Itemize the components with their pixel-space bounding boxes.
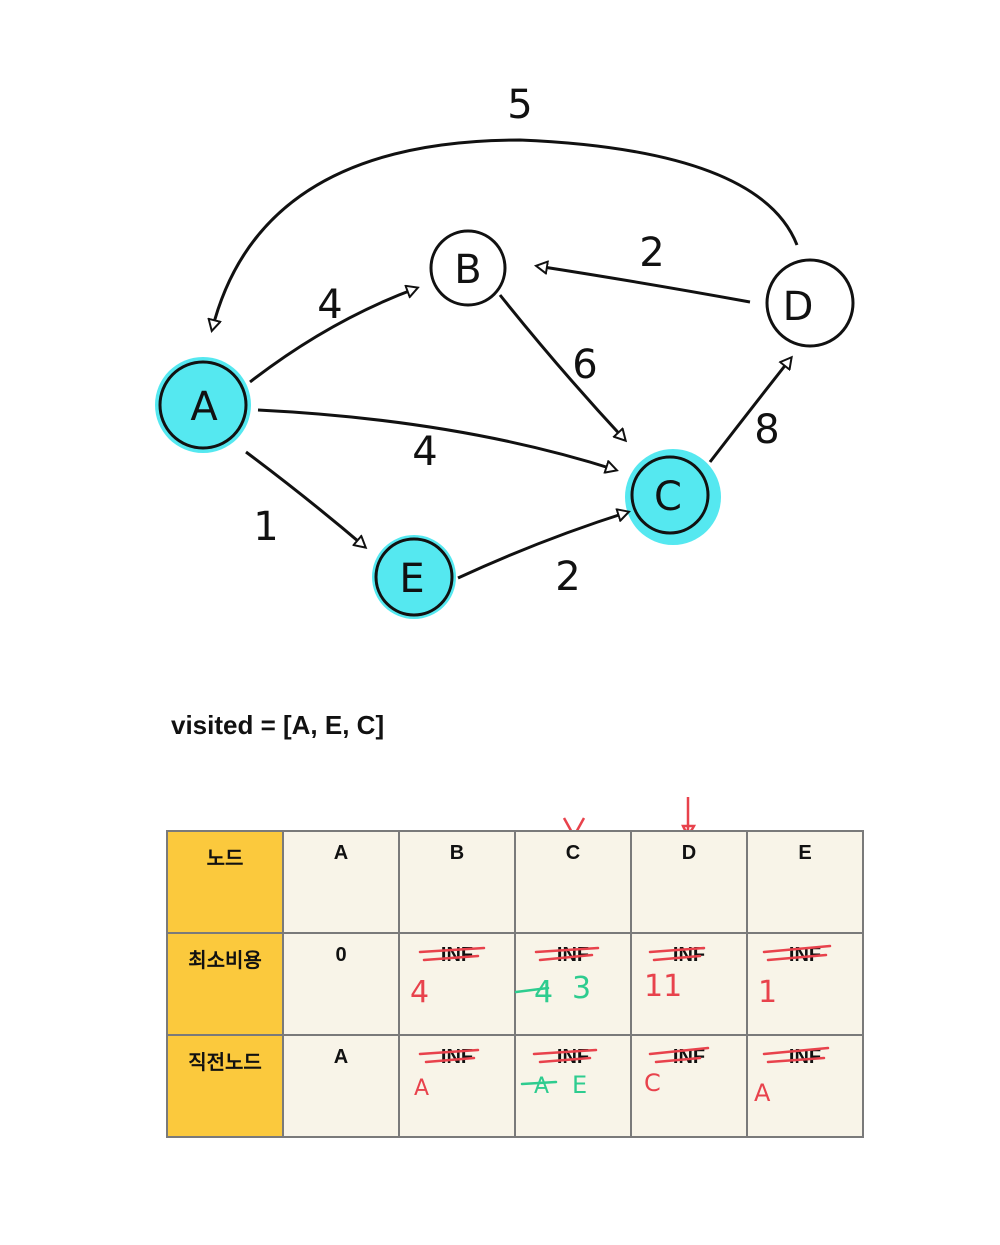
prev-note-b: A [414,1076,430,1101]
cost-note-c-old: 4 [534,975,554,1010]
cost-row-label: 최소비용 [188,950,262,972]
edge-b-c [498,294,625,440]
cost-note-b: 4 [410,975,430,1010]
edge-a-c [257,408,616,470]
header-cell-e: E [746,830,864,934]
weight-e-c: 2 [555,554,580,600]
cost-cell-b: INF 4 [398,932,516,1036]
prev-note-e: A [754,1079,771,1107]
cost-note-c-new: 3 [572,971,592,1006]
prev-value-d: INF [672,1046,706,1068]
node-a-highlight [155,357,251,453]
prev-label-cell: 직전노드 [166,1034,284,1138]
cost-cell-e: INF 1 [746,932,864,1036]
edge-a-b [249,288,417,384]
cost-cell-a: 0 [282,932,400,1036]
edge-a-e [245,450,365,547]
weight-c-d: 8 [754,407,779,453]
header-label: 노드 [206,848,244,870]
node-b [429,229,507,307]
header-col-e: E [798,842,812,864]
weight-b-c: 6 [572,342,597,388]
cost-value-c: INF [556,944,590,966]
header-label-cell: 노드 [166,830,284,934]
node-e-highlight [372,535,456,619]
cost-value-b: INF [440,944,474,966]
cost-note-d: 11 [644,969,683,1004]
prev-cell-a: A [282,1034,400,1138]
cost-cell-d: INF 11 [630,932,748,1036]
prev-cell-c: INF A E [514,1034,632,1138]
node-d [765,258,855,348]
weight-a-c: 4 [412,429,437,475]
node-label-d: D [783,284,814,330]
prev-note-d: C [644,1069,661,1097]
prev-value-a: A [333,1046,349,1068]
node-a [158,360,248,450]
node-label-a: A [190,384,218,430]
prev-note-c-old: A [534,1074,550,1099]
cost-row: 최소비용 0 INF 4 INF 4 3 INF 11 INF 1 [166,932,864,1036]
prev-cell-e: INF A [746,1034,864,1138]
node-c [630,455,710,535]
weight-a-b: 4 [317,282,342,328]
prev-row: 직전노드 A INF A INF A E INF C INF A [166,1034,864,1138]
edge-d-b [537,266,751,304]
cost-note-e: 1 [758,975,778,1010]
header-row: 노드 A B C D E [166,830,864,934]
visited-list: visited = [A, E, C] [171,710,385,740]
graph-diagram: A B C D E 4 4 1 6 2 8 2 5 [155,82,855,619]
cost-value-e: INF [788,944,822,966]
header-cell-c: C [514,830,632,934]
prev-value-c: INF [556,1046,590,1068]
arrow-down-mark [681,797,697,834]
node-label-b: B [454,247,481,293]
header-col-b: B [449,842,465,864]
node-label-c: C [654,474,682,520]
dijkstra-table: 노드 A B C D E 최소비용 0 INF 4 INF 4 3 INF 11… [166,830,864,1138]
edge-c-d [708,358,791,463]
header-cell-a: A [282,830,400,934]
cost-value-d: INF [672,944,706,966]
cost-cell-c: INF 4 3 [514,932,632,1036]
prev-cell-b: INF A [398,1034,516,1138]
cost-label-cell: 최소비용 [166,932,284,1036]
edge-d-a [212,138,799,330]
prev-note-c-new: E [572,1071,588,1099]
prev-value-e: INF [788,1046,822,1068]
header-cell-d: D [630,830,748,934]
weight-d-a: 5 [507,82,532,128]
weight-d-b: 2 [639,230,664,276]
weight-a-e: 1 [253,504,278,550]
header-cell-b: B [398,830,516,934]
prev-row-label: 직전노드 [188,1052,262,1074]
header-col-d: D [681,842,697,864]
prev-cell-d: INF C [630,1034,748,1138]
edge-e-c [457,512,628,580]
header-col-c: C [565,842,581,864]
header-col-a: A [333,842,349,864]
node-label-e: E [399,556,424,602]
prev-value-b: INF [440,1046,474,1068]
cost-value-a: 0 [335,944,347,966]
node-e [374,537,454,617]
